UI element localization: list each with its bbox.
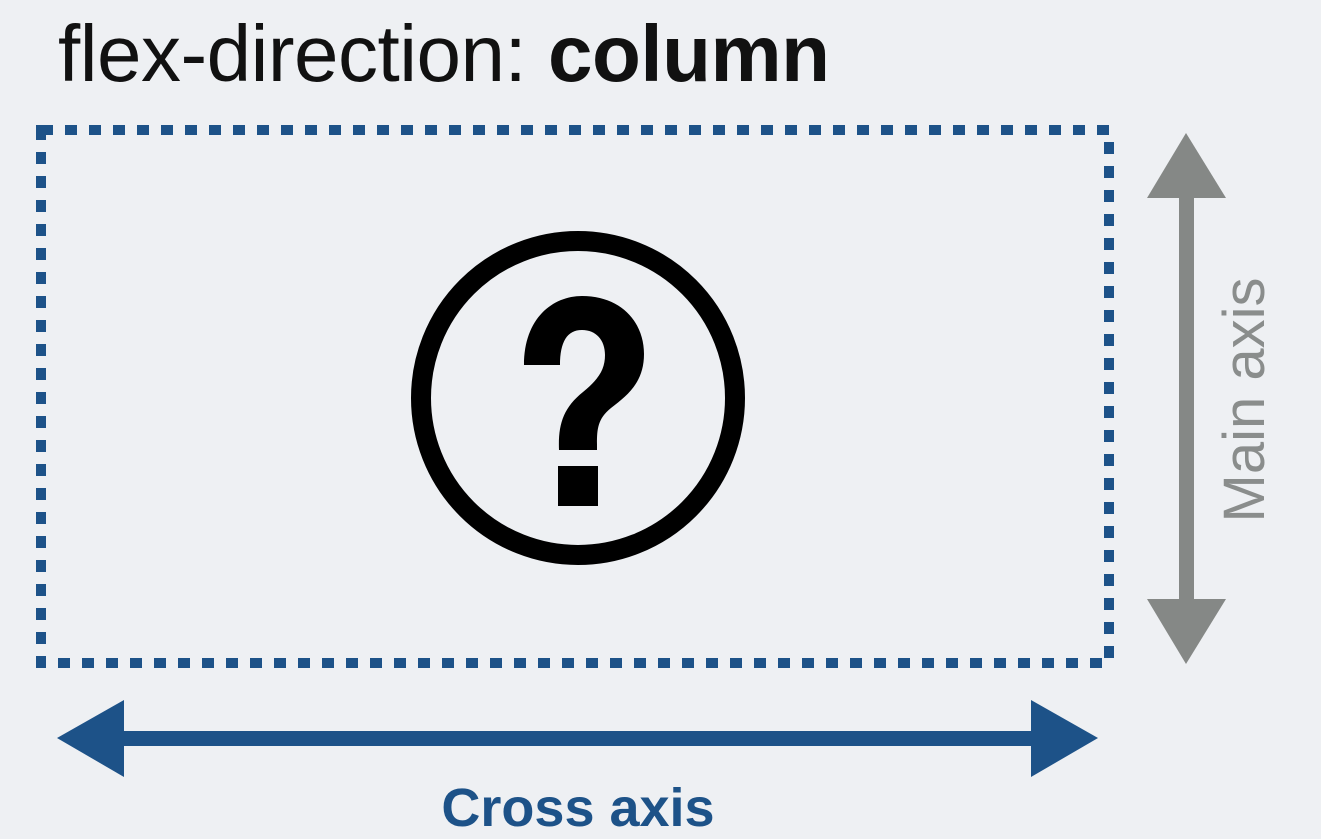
title: flex-direction: column (58, 14, 830, 94)
flex-container-box (36, 125, 1114, 668)
title-property: flex-direction: (58, 9, 527, 98)
cross-axis-arrow (57, 700, 1098, 777)
question-circle-icon (411, 231, 745, 565)
title-value: column (547, 9, 830, 98)
cross-axis-label: Cross axis (441, 778, 715, 838)
main-axis-arrow (1147, 133, 1226, 664)
main-axis-label: Main axis (1212, 277, 1277, 523)
